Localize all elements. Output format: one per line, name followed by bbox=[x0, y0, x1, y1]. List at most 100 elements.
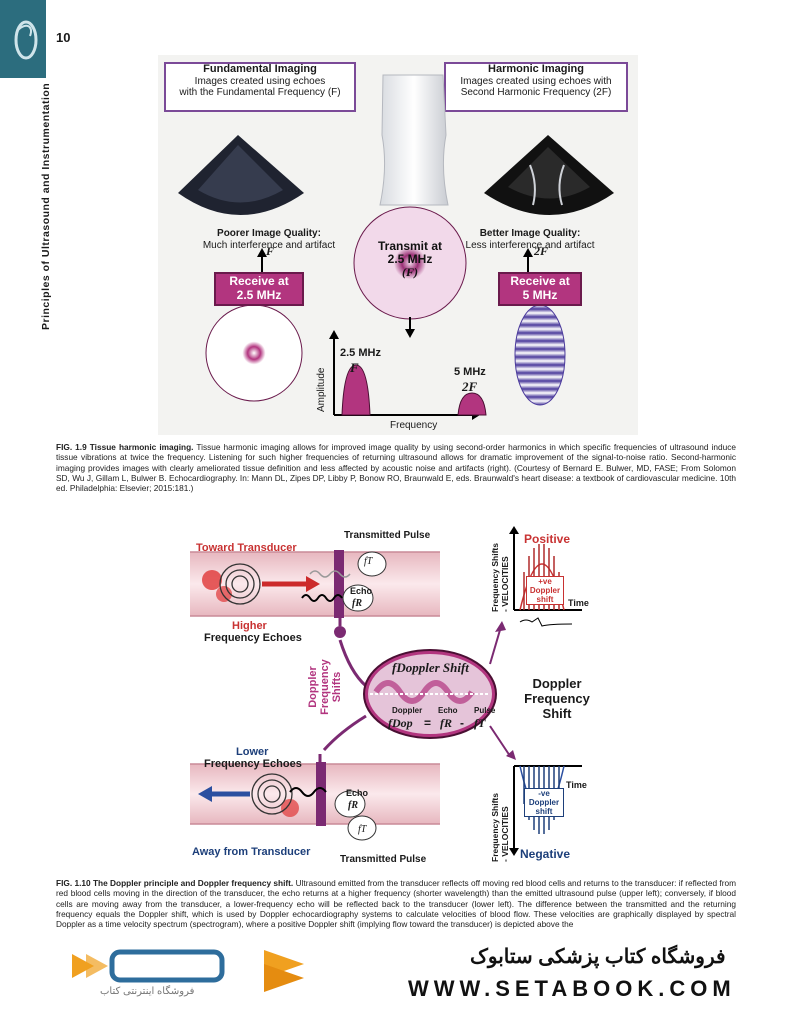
eq-pulse: Pulse bbox=[474, 706, 496, 715]
fundamental-title: Fundamental Imaging bbox=[203, 63, 317, 75]
doppler-vert1: Doppler bbox=[307, 666, 319, 708]
receive-right-line2: 5 MHz bbox=[522, 288, 558, 302]
fr-top: fR bbox=[352, 598, 362, 609]
freq-shifts-axis-bottom: Frequency Shifts - VELOCITIES bbox=[490, 793, 510, 862]
dfs-line2: Frequency bbox=[524, 691, 590, 706]
caption110-label: FIG. 1.10 bbox=[56, 878, 91, 888]
time-top: Time bbox=[568, 598, 589, 608]
higher-frequency-echoes: Frequency Echoes bbox=[204, 632, 302, 644]
neg-ve: -ve bbox=[538, 789, 550, 798]
pos-doppler: Doppler bbox=[529, 586, 561, 595]
transmitted-pulse-bottom: Transmitted Pulse bbox=[340, 854, 427, 865]
chapter-icon bbox=[14, 20, 38, 60]
axis-frequency: Frequency bbox=[390, 420, 438, 431]
caption-fig-1-9: FIG. 1.9 Tissue harmonic imaging. Tissue… bbox=[56, 442, 736, 493]
receive-harmonic-ellipse bbox=[514, 304, 566, 406]
velocities-bottom: - VELOCITIES bbox=[500, 806, 510, 862]
eq-minus: - bbox=[460, 716, 464, 730]
fr-bottom: fR bbox=[348, 800, 358, 811]
harmonic-desc2: Second Harmonic Frequency (2F) bbox=[460, 87, 612, 98]
neg-doppler: Doppler bbox=[528, 798, 560, 807]
caption19-label: FIG. 1.9 bbox=[56, 442, 87, 452]
receive-right-line1: Receive at bbox=[510, 274, 570, 288]
pos-shift: shift bbox=[536, 595, 554, 604]
peak2-sym: 2F bbox=[462, 379, 478, 394]
figure-1-9-graphics bbox=[178, 74, 614, 420]
store-url: WWW.SETABOOK.COM bbox=[408, 976, 736, 1001]
harmonic-desc1: Images created using echoes with bbox=[460, 75, 612, 87]
echo-bottom: Echo bbox=[346, 788, 369, 798]
dfs-line1: Doppler bbox=[532, 676, 582, 691]
caption-fig-1-10: FIG. 1.10 The Doppler principle and Dopp… bbox=[56, 878, 736, 929]
rbc-spiral-top bbox=[219, 563, 261, 605]
better-title: Better Image Quality: bbox=[479, 228, 581, 239]
negative-label: Negative bbox=[520, 847, 571, 861]
harmonic-box: Harmonic Imaging Images created using ec… bbox=[444, 62, 628, 112]
lower-label: Lower bbox=[236, 746, 269, 758]
eq-equals: = bbox=[424, 716, 432, 730]
better-desc: Less interference and artifact bbox=[465, 240, 595, 251]
harmonic-peak bbox=[457, 392, 487, 416]
eq-fr: fR bbox=[440, 716, 452, 730]
harmonic-title: Harmonic Imaging bbox=[488, 63, 584, 75]
pos-ve: +ve bbox=[538, 577, 552, 586]
dfs-line3: Shift bbox=[542, 706, 572, 721]
arrow-label-f: F bbox=[266, 244, 275, 258]
eq-doppler: Doppler bbox=[392, 706, 423, 715]
peak1-sym: F bbox=[350, 360, 359, 375]
peak1-freq: 2.5 MHz bbox=[340, 347, 381, 359]
receive-left-line1: Receive at bbox=[229, 274, 289, 288]
poorer-title: Poorer Image Quality: bbox=[217, 228, 321, 239]
eq-echo: Echo bbox=[438, 706, 458, 715]
ft-bottom: fT bbox=[358, 824, 367, 835]
receive-5-box: Receive at 5 MHz bbox=[498, 272, 582, 306]
transducer-bar-top bbox=[334, 550, 344, 618]
transmit-line2: 2.5 MHz bbox=[387, 252, 433, 266]
positive-doppler-tag: +ve Doppler shift bbox=[526, 576, 564, 605]
arrow-label-2f: 2F bbox=[534, 244, 549, 258]
velocities-top: - VELOCITIES bbox=[500, 556, 510, 612]
transducer-bar-bottom bbox=[316, 762, 326, 826]
caption110-title: The Doppler principle and Doppler freque… bbox=[92, 878, 294, 888]
running-head: Principles of Ultrasound and Instrumenta… bbox=[40, 82, 52, 330]
persian-store-title: فروشگاه کتاب پزشکی ستابوک bbox=[470, 946, 726, 968]
negative-doppler-tag: -ve Doppler shift bbox=[524, 788, 564, 817]
fundamental-desc1: Images created using echoes bbox=[194, 75, 326, 87]
poorer-desc: Much interference and artifact bbox=[202, 240, 336, 251]
fundamental-desc2: with the Fundamental Frequency (F) bbox=[179, 87, 341, 98]
doppler-frequency-shift-title: Doppler Frequency Shift bbox=[512, 676, 602, 721]
receive-fundamental-circle bbox=[205, 304, 303, 402]
chapter-tab bbox=[0, 0, 46, 78]
higher-label: Higher bbox=[232, 620, 267, 632]
ft-top: fT bbox=[364, 556, 373, 567]
transmit-line3: (F) bbox=[402, 265, 418, 279]
away-from-transducer: Away from Transducer bbox=[192, 846, 311, 858]
figure-1-10-graphics bbox=[190, 526, 582, 856]
transmit-line1: Transmit at bbox=[377, 239, 443, 253]
axis-amplitude: Amplitude bbox=[316, 367, 327, 412]
transmit-label: Transmit at 2.5 MHz (F) bbox=[372, 240, 448, 279]
eq-fdop: fDop bbox=[388, 716, 413, 730]
neg-shift: shift bbox=[535, 807, 553, 816]
receive-2-5-box: Receive at 2.5 MHz bbox=[214, 272, 304, 306]
fundamental-peak bbox=[341, 364, 371, 416]
transducer-probe bbox=[379, 74, 449, 206]
transmitted-pulse-top: Transmitted Pulse bbox=[344, 530, 431, 541]
peak2-freq: 5 MHz bbox=[454, 366, 486, 378]
caption19-text: Tissue harmonic imaging allows for impro… bbox=[56, 442, 737, 494]
poorer-quality-text: Poorer Image Quality: Much interference … bbox=[174, 228, 364, 252]
better-quality-text: Better Image Quality: Less interference … bbox=[440, 228, 620, 252]
caption19-title: Tissue harmonic imaging. bbox=[89, 442, 194, 452]
lower-frequency-echoes: Frequency Echoes bbox=[204, 758, 302, 770]
eq-ft: fT bbox=[474, 716, 486, 730]
rbc-spiral-bottom bbox=[251, 773, 293, 815]
caption110-text: Ultrasound emitted from the transducer r… bbox=[56, 878, 736, 930]
page-number: 10 bbox=[56, 30, 71, 45]
fundamental-box: Fundamental Imaging Images created using… bbox=[164, 62, 356, 112]
freq-shifts-top: Frequency Shifts bbox=[490, 543, 500, 612]
freq-shifts-bottom: Frequency Shifts bbox=[490, 793, 500, 862]
echo-top: Echo bbox=[350, 586, 373, 596]
setabook-logo bbox=[72, 949, 304, 992]
receive-left-line2: 2.5 MHz bbox=[236, 288, 282, 302]
doppler-frequency-shifts-vertical: Doppler Frequency Shifts bbox=[307, 652, 343, 722]
